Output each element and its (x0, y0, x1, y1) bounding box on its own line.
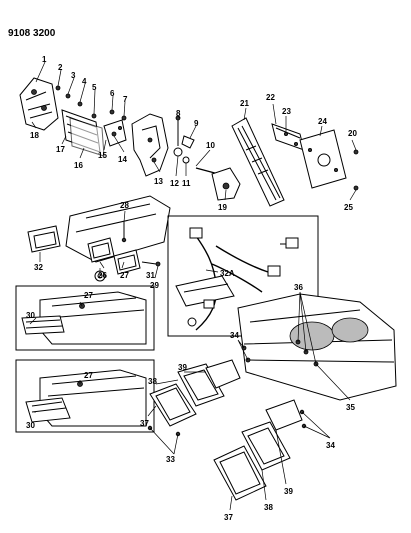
callout-28: 28 (120, 201, 129, 210)
callout-16: 16 (74, 161, 83, 170)
callout-39-lower: 39 (284, 487, 293, 496)
callout-10: 10 (206, 141, 215, 150)
callout-29: 29 (150, 281, 159, 290)
callout-11: 11 (182, 179, 191, 188)
callout-21: 21 (240, 99, 249, 108)
callout-2: 2 (58, 63, 63, 72)
callout-4: 4 (82, 77, 87, 86)
callout-36: 36 (294, 283, 303, 292)
callout-39-upper: 39 (178, 363, 187, 372)
callout-33: 33 (166, 455, 175, 464)
callout-19: 19 (218, 203, 227, 212)
callout-7: 7 (123, 95, 128, 104)
callout-1: 1 (42, 55, 47, 64)
callout-24: 24 (318, 117, 327, 126)
rear-lamp-area (27, 195, 171, 282)
wiring-harness-inset (167, 215, 319, 337)
headlamp-housing-assembly (19, 77, 195, 177)
callout-8: 8 (176, 109, 181, 118)
front-headlamp-modules (147, 293, 397, 501)
callout-5: 5 (92, 83, 97, 92)
callout-25: 25 (344, 203, 353, 212)
leader-lines (29, 61, 357, 511)
callout-23: 23 (282, 107, 291, 116)
callout-38-upper: 38 (148, 377, 157, 386)
callout-3: 3 (71, 71, 76, 80)
bezel-frame-assembly (195, 117, 359, 207)
callout-6: 6 (110, 89, 115, 98)
marker-lamp-inset-upper (15, 285, 155, 351)
diagram-code: 9108 3200 (8, 28, 56, 39)
callout-37-upper: 37 (140, 419, 149, 428)
callout-13: 13 (154, 177, 163, 186)
callout-26: 26 (98, 271, 107, 280)
callout-9: 9 (194, 119, 199, 128)
callout-labels: 1 2 3 4 5 6 7 8 9 10 11 12 13 14 15 16 1… (26, 55, 357, 522)
callout-30-lower: 30 (26, 421, 35, 430)
callout-31: 31 (146, 271, 155, 280)
callout-32: 32 (34, 263, 43, 272)
callout-18: 18 (30, 131, 39, 140)
callout-32a: 32A (220, 269, 235, 278)
callout-27-main: 27 (120, 271, 129, 280)
callout-15: 15 (98, 151, 107, 160)
callout-17: 17 (56, 145, 65, 154)
callout-37-lower: 37 (224, 513, 233, 522)
callout-30-upper: 30 (26, 311, 35, 320)
callout-27-inset-lower: 27 (84, 371, 93, 380)
callout-34-lower: 34 (326, 441, 335, 450)
callout-22: 22 (266, 93, 275, 102)
callout-20: 20 (348, 129, 357, 138)
callout-12: 12 (170, 179, 179, 188)
marker-lamp-inset-lower (15, 359, 155, 433)
callout-27-inset-upper: 27 (84, 291, 93, 300)
callout-35: 35 (346, 403, 355, 412)
callout-14: 14 (118, 155, 127, 164)
callout-38-lower: 38 (264, 503, 273, 512)
callout-34-upper: 34 (230, 331, 239, 340)
